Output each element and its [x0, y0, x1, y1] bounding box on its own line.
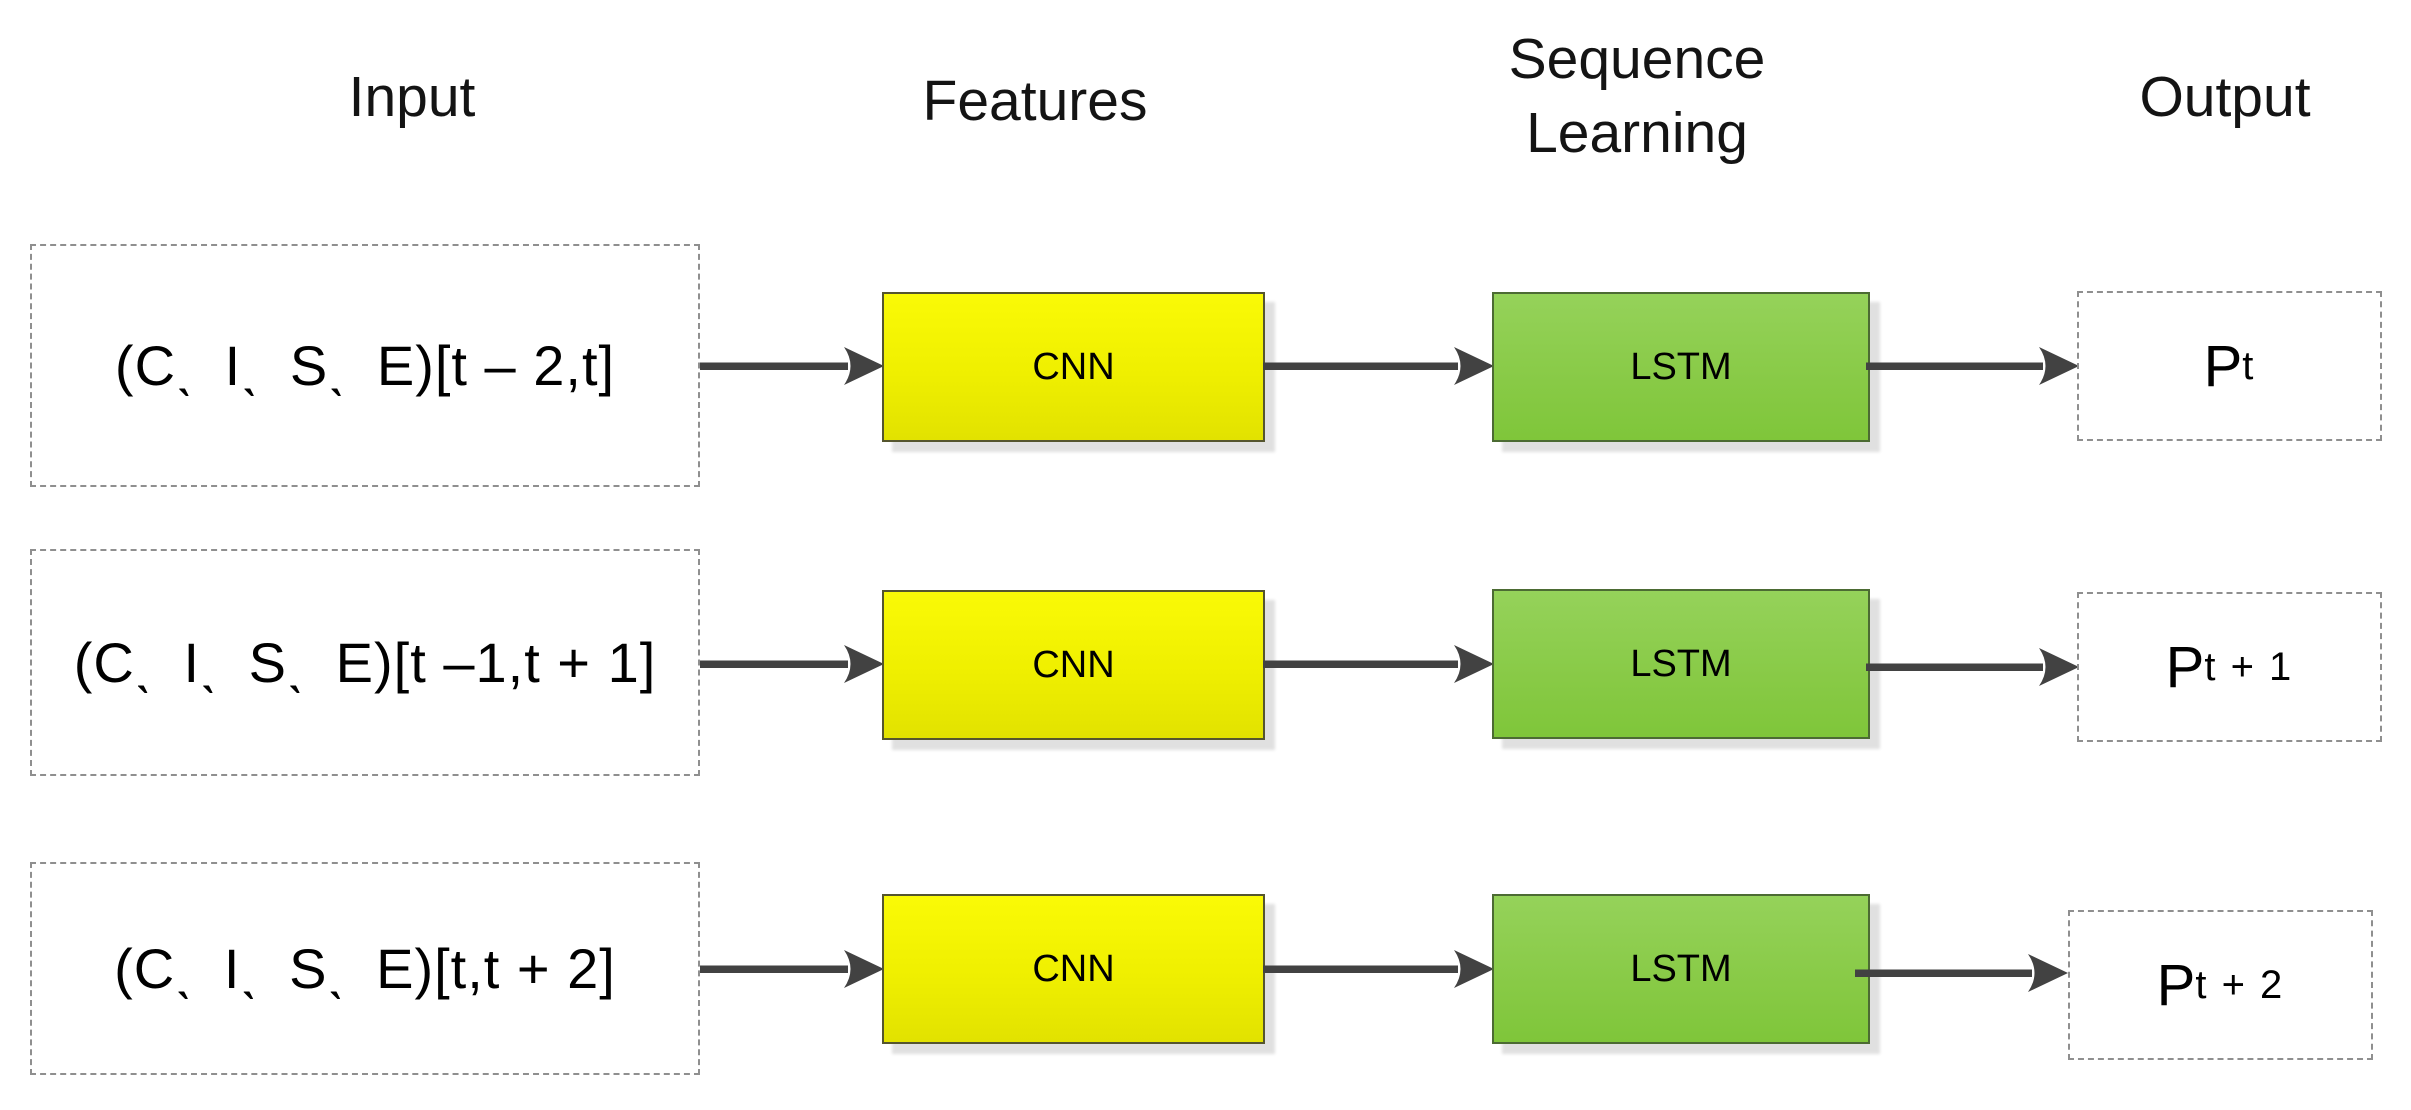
lstm-label-row2: LSTM — [1630, 642, 1732, 685]
output-subscript-row1: t — [2242, 343, 2256, 388]
output-symbol-row3: P — [2156, 952, 2196, 1018]
arrow-input-to-cnn-row2 — [700, 645, 884, 683]
output-subscript-row2: t + 1 — [2204, 644, 2294, 689]
arrow-input-to-cnn-row3 — [700, 950, 884, 988]
arrow-cnn-to-lstm-row2 — [1263, 645, 1494, 683]
column-header-sequence-learning: Sequence Learning — [1508, 27, 1766, 165]
column-header-output: Output — [2139, 65, 2311, 129]
input-label-row2: (Cˎ Iˎ Sˎ E)[t –1,t + 1] — [73, 631, 657, 694]
arrow-lstm-to-output-row2 — [1866, 648, 2079, 686]
cnn-label-row3: CNN — [1032, 947, 1115, 990]
output-subscript-row3: t + 2 — [2195, 962, 2285, 1007]
arrow-cnn-to-lstm-row3 — [1263, 950, 1494, 988]
arrow-lstm-to-output-row3 — [1855, 954, 2068, 992]
input-label-row3: (Cˎ Iˎ Sˎ E)[t,t + 2] — [114, 937, 616, 1000]
input-box-row3: (Cˎ Iˎ Sˎ E)[t,t + 2] — [30, 862, 700, 1075]
cnn-block-row2: CNN — [882, 590, 1265, 740]
column-header-input: Input — [348, 65, 476, 129]
cnn-label-row1: CNN — [1032, 345, 1115, 388]
cnn-block-row3: CNN — [882, 894, 1265, 1044]
lstm-label-row1: LSTM — [1630, 345, 1732, 388]
column-header-features: Features — [922, 69, 1148, 133]
arrow-lstm-to-output-row1 — [1866, 347, 2079, 385]
output-symbol-row2: P — [2165, 634, 2205, 700]
cnn-label-row2: CNN — [1032, 643, 1115, 686]
lstm-block-row2: LSTM — [1492, 589, 1870, 739]
output-symbol-row1: P — [2203, 333, 2243, 399]
lstm-label-row3: LSTM — [1630, 947, 1732, 990]
lstm-block-row1: LSTM — [1492, 292, 1870, 442]
arrow-input-to-cnn-row1 — [700, 347, 884, 385]
arrow-cnn-to-lstm-row1 — [1263, 347, 1494, 385]
input-box-row1: (Cˎ Iˎ Sˎ E)[t – 2,t] — [30, 244, 700, 487]
lstm-block-row3: LSTM — [1492, 894, 1870, 1044]
input-label-row1: (Cˎ Iˎ Sˎ E)[t – 2,t] — [114, 334, 616, 397]
cnn-block-row1: CNN — [882, 292, 1265, 442]
input-box-row2: (Cˎ Iˎ Sˎ E)[t –1,t + 1] — [30, 549, 700, 776]
